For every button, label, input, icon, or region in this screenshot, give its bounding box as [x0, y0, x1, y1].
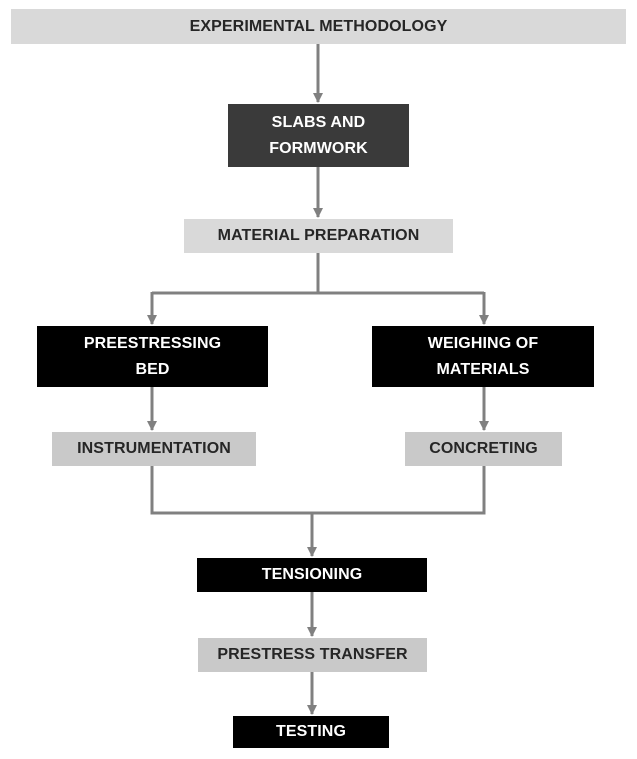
node-material-preparation: MATERIAL PREPARATION — [184, 219, 453, 253]
node-tensioning: TENSIONING — [197, 558, 427, 592]
node-prestress-transfer: PRESTRESS TRANSFER — [198, 638, 427, 672]
node-experimental-methodology: EXPERIMENTAL METHODOLOGY — [11, 9, 626, 44]
line-instrumentation-merge — [150, 466, 312, 515]
node-preestressing-bed: PREESTRESSING BED — [37, 326, 268, 387]
node-concreting: CONCRETING — [405, 432, 562, 466]
node-instrumentation: INSTRUMENTATION — [52, 432, 256, 466]
node-slabs-and-formwork: SLABS AND FORMWORK — [228, 104, 409, 167]
line-concreting-merge — [312, 466, 486, 515]
node-testing: TESTING — [233, 716, 389, 748]
node-weighing-of-materials: WEIGHING OF MATERIALS — [372, 326, 594, 387]
